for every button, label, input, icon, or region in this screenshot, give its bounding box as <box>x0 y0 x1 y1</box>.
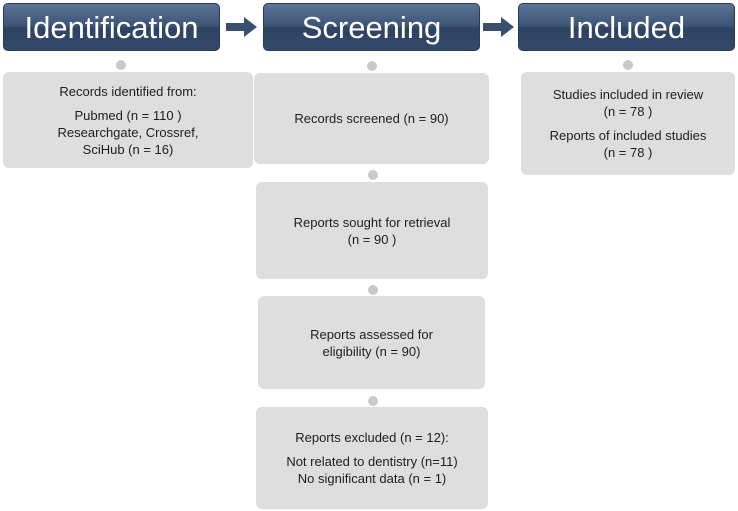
connector-dot <box>367 61 377 71</box>
reports-sought-count: (n = 90 ) <box>347 231 397 247</box>
records-source-line: Researchgate, Crossref, <box>57 124 199 140</box>
included-studies-box: Studies included in review (n = 78 ) Rep… <box>521 72 735 175</box>
connector-dot <box>368 170 378 180</box>
reports-assessed-text: Reports assessed for <box>310 326 433 342</box>
connector-dot <box>623 60 633 70</box>
reports-assessed-box: Reports assessed for eligibility (n = 90… <box>258 296 485 389</box>
reports-assessed-count: eligibility (n = 90) <box>322 343 421 359</box>
records-screened-box: Records screened (n = 90) <box>254 73 489 164</box>
records-screened-text: Records screened (n = 90) <box>294 111 449 126</box>
connector-dot <box>368 396 378 406</box>
reports-sought-box: Reports sought for retrieval (n = 90 ) <box>256 182 488 279</box>
connector-dot <box>116 60 126 70</box>
records-source-line: Pubmed (n = 110 ) <box>74 107 182 123</box>
identification-header: Identification <box>3 3 220 51</box>
reports-sought-text: Reports sought for retrieval <box>293 214 451 230</box>
studies-included-count: (n = 78 ) <box>603 104 653 119</box>
reports-included-text: Reports of included studies <box>549 128 707 143</box>
reports-excluded-heading: Reports excluded (n = 12): <box>295 430 449 445</box>
reports-included-count: (n = 78 ) <box>603 145 653 160</box>
studies-included-text: Studies included in review <box>552 87 704 102</box>
exclusion-reason: No significant data (n = 1) <box>297 471 447 486</box>
records-source-line: SciHub (n = 16) <box>82 141 174 157</box>
arrow-screening-to-included <box>483 17 514 37</box>
included-header: Included <box>518 3 735 51</box>
connector-dot <box>368 285 378 295</box>
records-identified-box: Records identified from: Pubmed (n = 110… <box>3 72 253 168</box>
records-identified-heading: Records identified from: <box>59 83 197 99</box>
reports-excluded-box: Reports excluded (n = 12): Not related t… <box>256 407 488 509</box>
arrow-identification-to-screening <box>226 17 257 37</box>
screening-header: Screening <box>263 3 480 51</box>
exclusion-reason: Not related to dentistry (n=11) <box>286 454 458 469</box>
